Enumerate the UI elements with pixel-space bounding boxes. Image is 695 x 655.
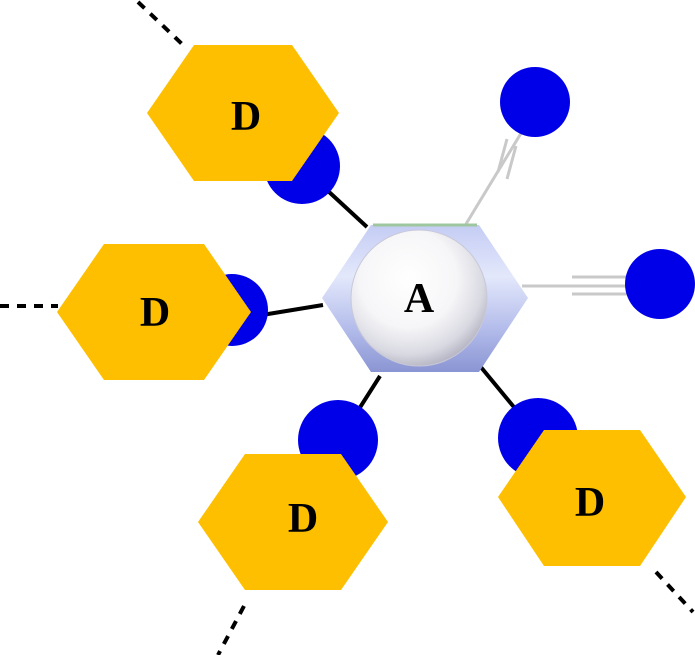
donor-hexagon <box>147 45 339 181</box>
dashed-link-bottom-left <box>216 605 246 655</box>
bond-left <box>261 303 324 317</box>
donor-label: D <box>231 94 261 140</box>
dashed-link-top-left <box>136 0 184 46</box>
acceptor-sphere <box>350 229 488 367</box>
donor-label: D <box>288 496 318 542</box>
bond-bottom-right <box>478 364 520 414</box>
donor-bottom-right: D <box>498 430 686 566</box>
coordination-bonds <box>261 189 520 422</box>
ball-free-right <box>625 249 695 319</box>
faded-bond-upper <box>464 129 525 225</box>
donor-top-left: D <box>147 45 339 181</box>
donor-hexagon <box>57 244 251 380</box>
acceptor-center: A <box>322 223 528 372</box>
donor-hexagon <box>198 454 388 590</box>
dashed-link-bottom-right <box>654 570 695 614</box>
donor-label: D <box>140 290 170 336</box>
donor-bottom-left: D <box>198 454 388 590</box>
faded-bonds <box>464 129 632 296</box>
donor-left: D <box>57 244 251 380</box>
bond-top-left <box>326 189 369 229</box>
acceptor-label: A <box>404 276 435 322</box>
donor-hexagon <box>498 430 686 566</box>
donor-label: D <box>575 480 605 526</box>
ball-free-upper <box>500 67 570 137</box>
